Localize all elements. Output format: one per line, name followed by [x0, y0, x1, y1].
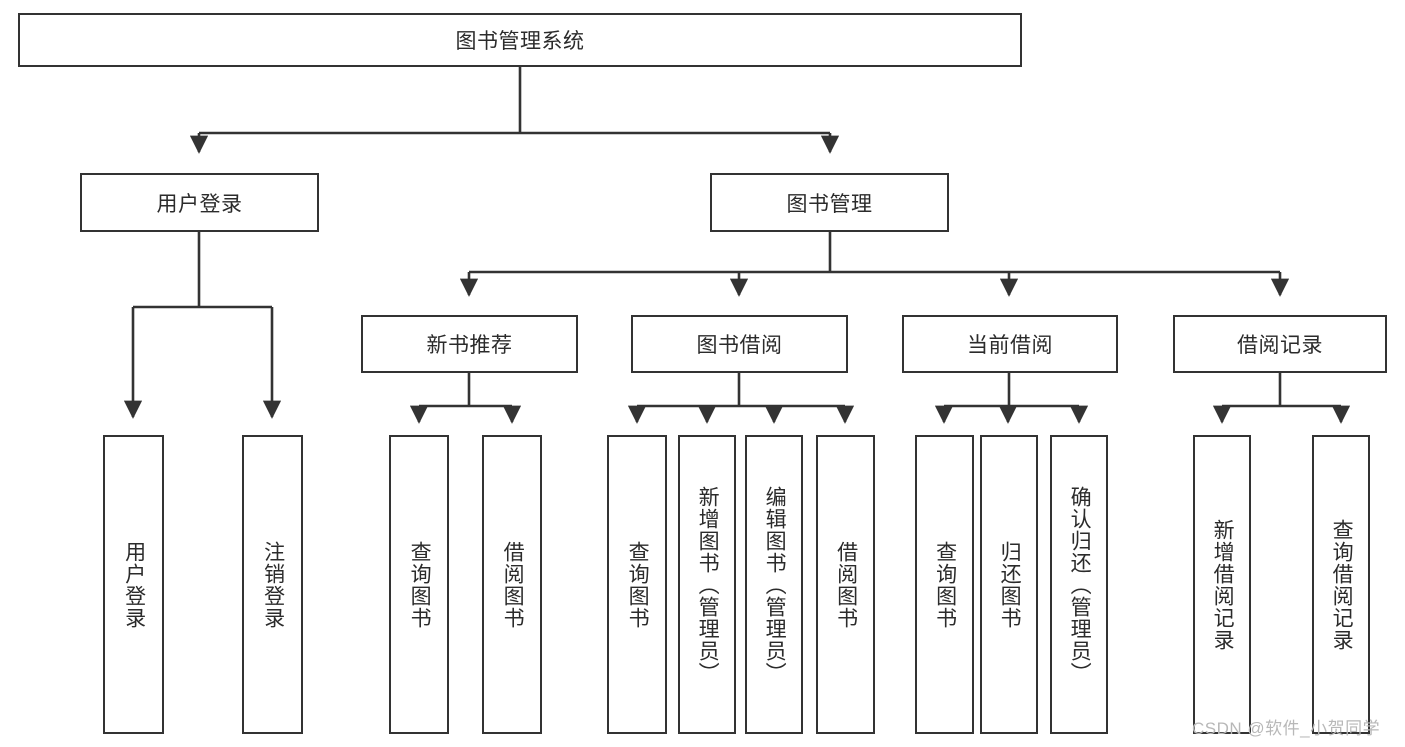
node-label: 新增借阅记录 — [1211, 518, 1235, 651]
node-borrow-record[interactable]: 借阅记录 — [1173, 315, 1387, 373]
leaf-book-borrow-edit[interactable]: 编辑图书（管理员） — [745, 435, 803, 734]
leaf-book-borrow-query[interactable]: 查询图书 — [607, 435, 667, 734]
node-label: 查询借阅记录 — [1330, 518, 1354, 651]
node-label: 查询图书 — [626, 540, 650, 629]
leaf-current-borrow-confirm-return[interactable]: 确认归还（管理员） — [1050, 435, 1108, 734]
node-label: 用户登录 — [122, 540, 146, 629]
node-root-system[interactable]: 图书管理系统 — [18, 13, 1022, 67]
leaf-user-login-logout[interactable]: 注销登录 — [242, 435, 303, 734]
node-label: 借阅记录 — [1237, 334, 1323, 357]
node-label: 图书管理系统 — [455, 30, 585, 53]
watermark-text: CSDN @软件_小贺同学 — [1192, 719, 1381, 738]
node-label: 查询图书 — [933, 540, 957, 629]
node-book-borrow[interactable]: 图书借阅 — [631, 315, 848, 373]
node-book-management[interactable]: 图书管理 — [710, 173, 949, 232]
node-user-login[interactable]: 用户登录 — [80, 173, 319, 232]
leaf-user-login-login[interactable]: 用户登录 — [103, 435, 164, 734]
leaf-borrow-record-add[interactable]: 新增借阅记录 — [1193, 435, 1251, 734]
node-label: 图书管理 — [786, 192, 873, 216]
leaf-new-book-query[interactable]: 查询图书 — [389, 435, 449, 734]
leaf-borrow-record-query[interactable]: 查询借阅记录 — [1312, 435, 1370, 734]
node-label: 新增图书（管理员） — [696, 485, 720, 684]
leaf-new-book-borrow[interactable]: 借阅图书 — [482, 435, 542, 734]
node-label: 确认归还（管理员） — [1068, 485, 1092, 684]
leaf-current-borrow-query[interactable]: 查询图书 — [915, 435, 974, 734]
node-new-book-recommend[interactable]: 新书推荐 — [361, 315, 578, 373]
node-label: 借阅图书 — [834, 540, 858, 629]
node-label: 归还图书 — [998, 540, 1022, 629]
node-label: 新书推荐 — [426, 334, 513, 357]
node-label: 查询图书 — [408, 540, 432, 629]
node-label: 编辑图书（管理员） — [763, 485, 787, 684]
node-label: 图书借阅 — [696, 334, 783, 357]
node-label: 借阅图书 — [501, 540, 525, 629]
leaf-book-borrow-borrow[interactable]: 借阅图书 — [816, 435, 875, 734]
node-label: 注销登录 — [261, 540, 285, 629]
node-label: 用户登录 — [156, 192, 243, 216]
node-label: 当前借阅 — [967, 334, 1053, 357]
leaf-current-borrow-return[interactable]: 归还图书 — [980, 435, 1038, 734]
node-current-borrow[interactable]: 当前借阅 — [902, 315, 1118, 373]
leaf-book-borrow-add[interactable]: 新增图书（管理员） — [678, 435, 736, 734]
